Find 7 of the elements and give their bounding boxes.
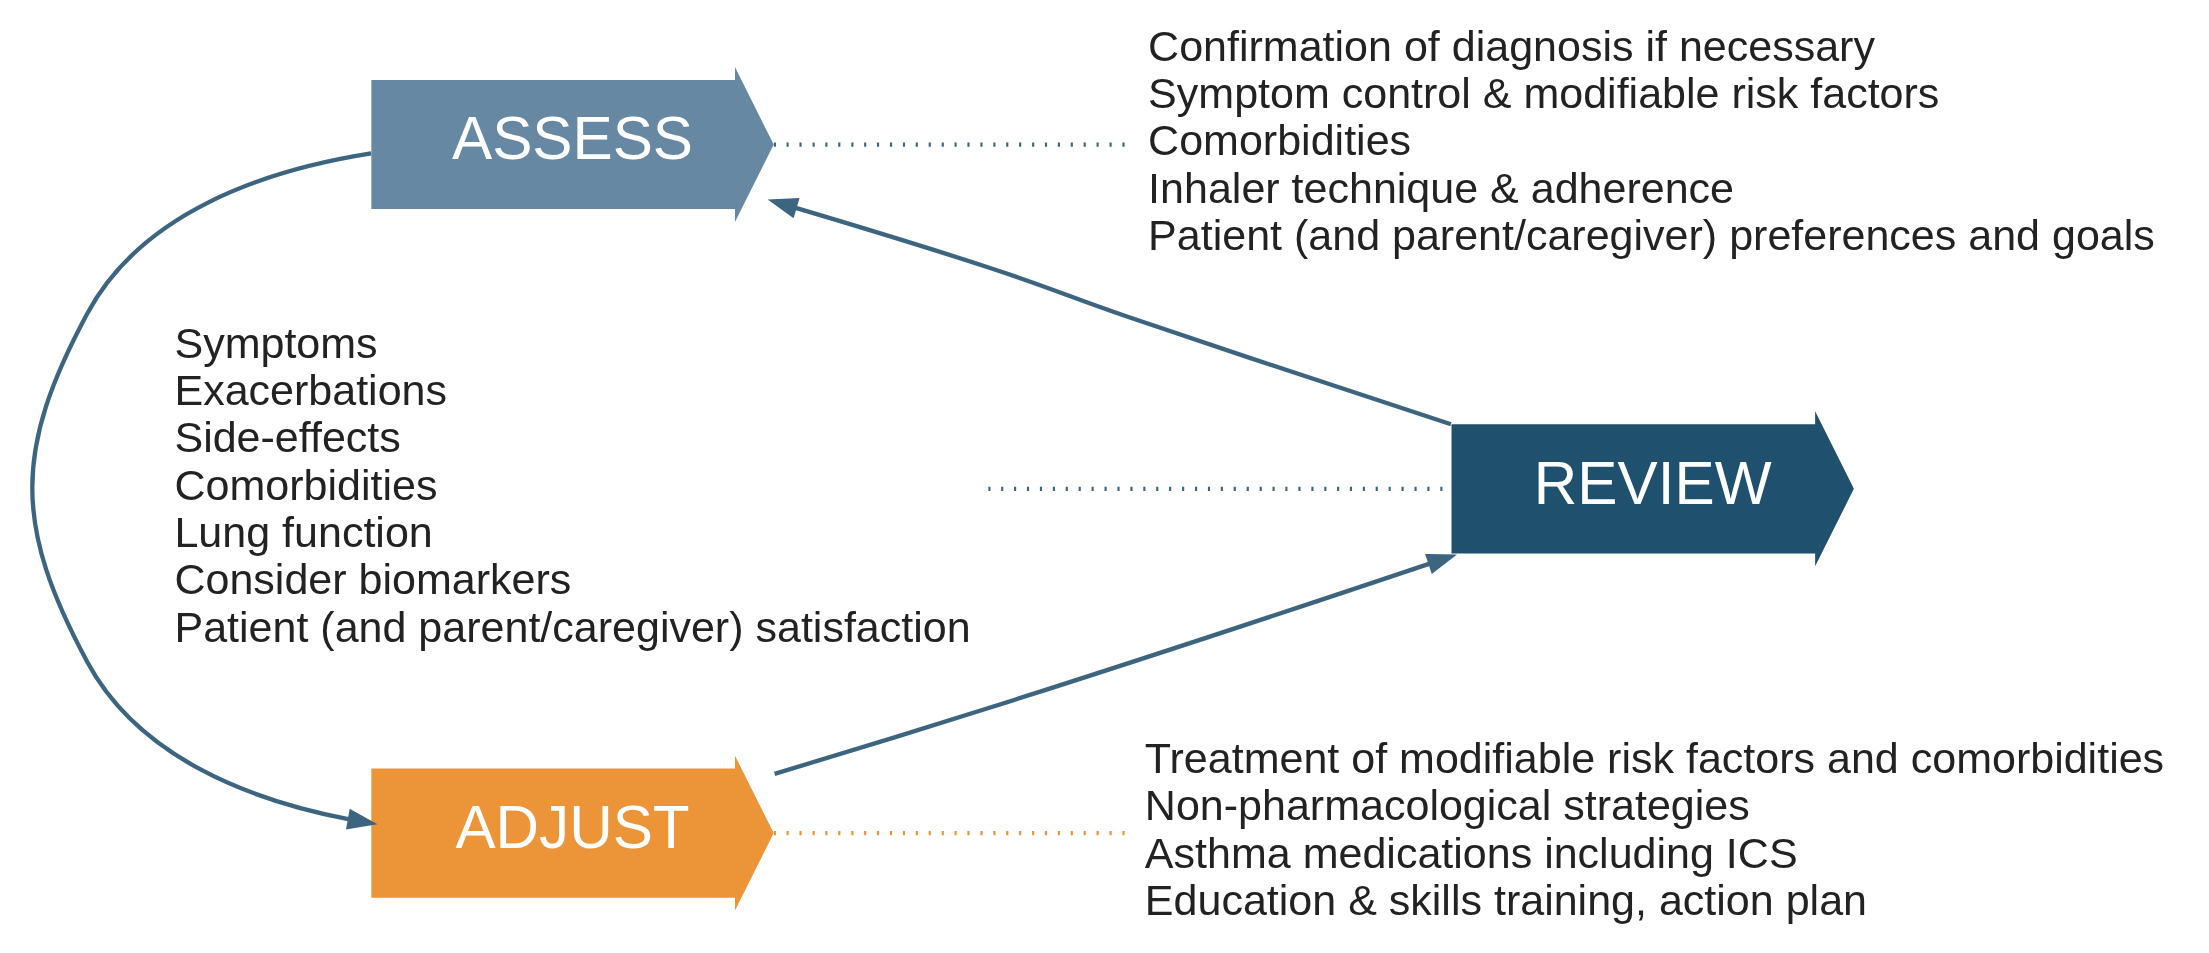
arrow <box>767 197 1452 426</box>
connector <box>773 830 1128 835</box>
arrow <box>773 553 1457 776</box>
arrow <box>29 150 378 829</box>
node-text: Symptoms Exacerbations Side-effects Comorbidities Lung function Consider biomarkers Patient (and parent/caregiver) satisfaction <box>173 318 971 651</box>
node-text: Confirmation of diagnosis if necessary Symptom control & modifiable risk factors Comorbidities Inhaler technique & adherence Patient (and parent/caregiver) preferences and goals <box>1147 21 2155 259</box>
node-text: Treatment of modifiable risk factors and comorbidities Non-pharmacological strategies Asthma medications including ICS Education & skills training, action plan <box>1144 733 2164 924</box>
